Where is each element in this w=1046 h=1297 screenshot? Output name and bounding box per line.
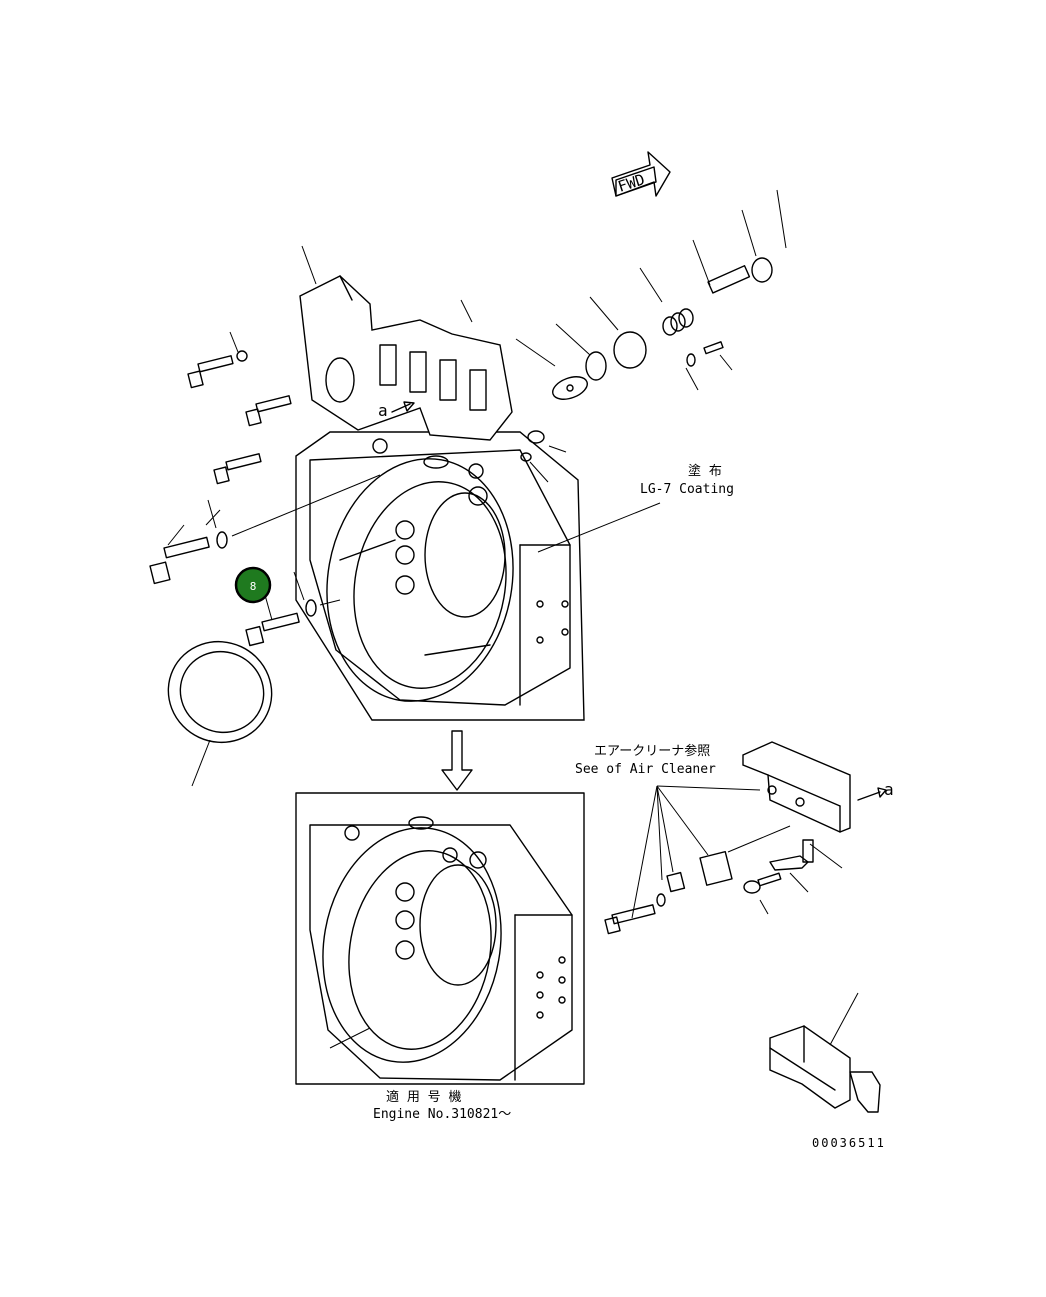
callout-8[interactable]: 8 <box>234 566 272 604</box>
air-cleaner-bracket: a <box>742 741 894 833</box>
ref-letter-a-lower: a <box>884 780 894 799</box>
sensor-component <box>769 992 881 1113</box>
air-cleaner-parts <box>604 825 843 935</box>
engine-serial-note: 適 用 号 機 Engine No.310821～ <box>373 1089 511 1122</box>
parts-right-upper <box>520 257 773 462</box>
air-cleaner-label-en: See of Air Cleaner <box>575 762 716 777</box>
callout-8-number: 8 <box>250 580 257 593</box>
bolt-set-left <box>149 350 381 647</box>
forward-arrow-icon: FWD <box>611 151 671 197</box>
ref-letter-a-upper: a <box>378 401 388 420</box>
leader-lines <box>167 189 787 787</box>
flywheel-housing-lower <box>295 792 585 1085</box>
housing-bracket-block: a <box>299 275 513 441</box>
coating-note: 塗 布 LG-7 Coating <box>640 463 734 497</box>
air-cleaner-note: エアークリーナ参照 See of Air Cleaner <box>575 743 761 919</box>
coating-label-jp: 塗 布 <box>688 463 722 479</box>
engine-serial-en: Engine No.310821～ <box>373 1107 511 1122</box>
fwd-label: FWD <box>616 170 647 195</box>
engine-serial-jp: 適 用 号 機 <box>386 1089 461 1105</box>
gasket-ring <box>167 640 273 744</box>
down-arrow-icon <box>441 730 473 791</box>
drawing-number: 00036511 <box>812 1136 886 1150</box>
coating-label-en: LG-7 Coating <box>640 482 734 497</box>
air-cleaner-label-jp: エアークリーナ参照 <box>594 743 710 759</box>
flywheel-housing-upper <box>295 431 585 721</box>
